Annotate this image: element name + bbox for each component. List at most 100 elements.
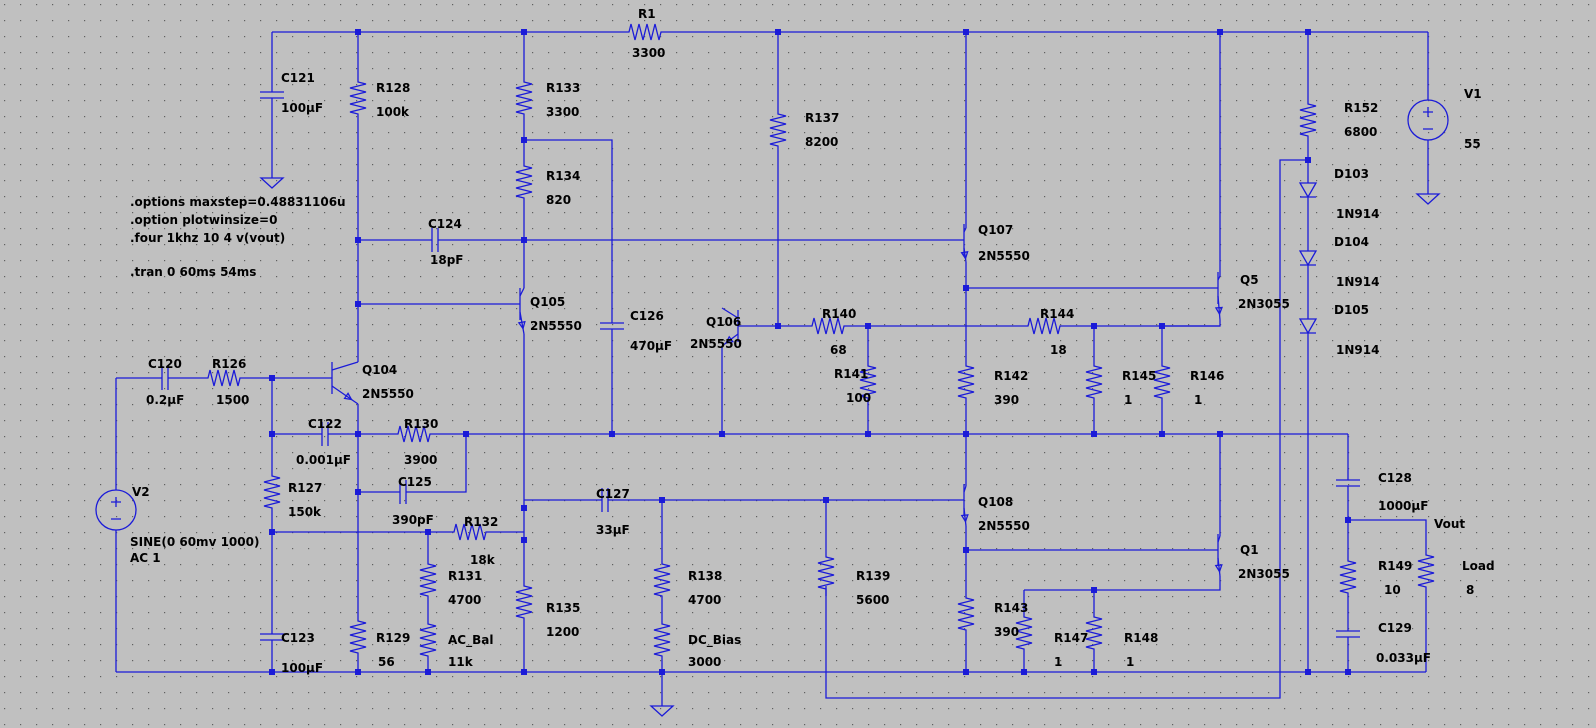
junction-dot — [1091, 587, 1097, 593]
q5-collector — [1217, 275, 1221, 281]
c124-symbol — [420, 228, 450, 252]
load-label: Load — [1462, 559, 1495, 573]
c121-ground — [259, 170, 285, 189]
q105-value: 2N5550 — [530, 319, 582, 333]
r134 — [515, 158, 533, 206]
r141-symbol — [859, 354, 877, 410]
vout-label: Vout — [1434, 517, 1465, 531]
q1-emitter — [1217, 557, 1221, 577]
r140-value: 68 — [830, 343, 847, 357]
c121-label: C121 — [281, 71, 315, 85]
junction-dot — [269, 529, 275, 535]
junction-dot — [521, 669, 527, 675]
r133-value: 3300 — [546, 105, 579, 119]
acbal-label: AC_Bal — [448, 633, 493, 648]
r143-value: 390 — [994, 625, 1019, 639]
wire — [1348, 519, 1427, 548]
r133-label: R133 — [546, 81, 580, 95]
r138-label: R138 — [688, 569, 722, 583]
r145-symbol — [1085, 354, 1103, 410]
r146-label: R146 — [1190, 369, 1224, 383]
r127-value: 150k — [288, 505, 322, 519]
q1-value: 2N3055 — [1238, 567, 1290, 581]
junction-dot — [1345, 669, 1351, 675]
q104-emitter — [331, 385, 359, 405]
junction-dot — [963, 547, 969, 553]
q105-label: Q105 — [530, 295, 565, 309]
junction-dot — [1091, 323, 1097, 329]
r133 — [515, 74, 533, 122]
v1-ground-symbol — [1415, 186, 1441, 205]
wire — [1024, 576, 1221, 591]
components — [95, 23, 1449, 717]
q105-emitter — [519, 311, 525, 335]
q104-value: 2N5550 — [362, 387, 414, 401]
r141-value: 100 — [846, 391, 871, 405]
v2-value: SINE(0 60mv 1000) — [130, 535, 259, 549]
directive-maxstep: .options maxstep=0.48831106u — [130, 195, 346, 209]
c122-symbol — [310, 422, 340, 446]
junction-dot — [1021, 669, 1027, 675]
r138 — [653, 556, 671, 604]
junction-dot — [865, 323, 871, 329]
r152-label: R152 — [1344, 101, 1378, 115]
v1-signs — [1423, 107, 1433, 130]
r129-value: 56 — [378, 655, 395, 669]
c121-symbol — [260, 80, 284, 110]
wire — [524, 139, 613, 310]
junction-dot — [775, 323, 781, 329]
junction-dot — [823, 497, 829, 503]
junction-dot — [1091, 669, 1097, 675]
c124-label: C124 — [428, 217, 462, 231]
r140-symbol — [804, 317, 852, 335]
c128-value: 1000µF — [1378, 499, 1428, 513]
r147-label: R147 — [1054, 631, 1088, 645]
q106-value: 2N5550 — [690, 337, 742, 351]
r130-value: 3900 — [404, 453, 437, 467]
r135-value: 1200 — [546, 625, 579, 639]
junction-dot — [659, 669, 665, 675]
r126 — [202, 369, 246, 387]
c127 — [590, 488, 620, 512]
r147-value: 1 — [1054, 655, 1062, 669]
r145 — [1085, 354, 1103, 410]
c126-value: 470µF — [630, 339, 672, 353]
r142 — [957, 358, 975, 406]
junction-dot — [425, 529, 431, 535]
r146-symbol — [1153, 354, 1171, 410]
junction-dot — [1305, 157, 1311, 163]
r129-label: R129 — [376, 631, 410, 645]
c120-value: 0.2µF — [146, 393, 184, 407]
r131-label: R131 — [448, 569, 482, 583]
junction-dot — [521, 29, 527, 35]
q108-arrow — [960, 514, 969, 523]
r143-label: R143 — [994, 601, 1028, 615]
r127-symbol — [263, 468, 281, 516]
c121-value: 100µF — [281, 101, 323, 115]
c126-symbol — [600, 310, 624, 342]
r144-symbol — [1020, 317, 1068, 335]
junction-dot — [1305, 29, 1311, 35]
r148 — [1085, 610, 1103, 656]
q106 — [721, 307, 754, 347]
junction-dot — [1159, 323, 1165, 329]
c123-symbol — [260, 622, 284, 652]
r130 — [392, 425, 436, 443]
junction-dot — [355, 301, 361, 307]
dcbias-ground — [649, 698, 675, 717]
junction-dot — [963, 285, 969, 291]
r128-label: R128 — [376, 81, 410, 95]
c126-label: C126 — [630, 309, 664, 323]
dcbias — [653, 620, 671, 660]
r1-symbol — [620, 23, 670, 41]
c122 — [310, 422, 340, 446]
r141 — [859, 354, 877, 410]
r132-label: R132 — [464, 515, 498, 529]
q105-collector — [519, 287, 525, 297]
v1-value: 55 — [1464, 137, 1481, 151]
junction-dot — [355, 431, 361, 437]
d103-symbol — [1298, 176, 1318, 206]
junction-dot — [1217, 431, 1223, 437]
junction-dot — [355, 489, 361, 495]
